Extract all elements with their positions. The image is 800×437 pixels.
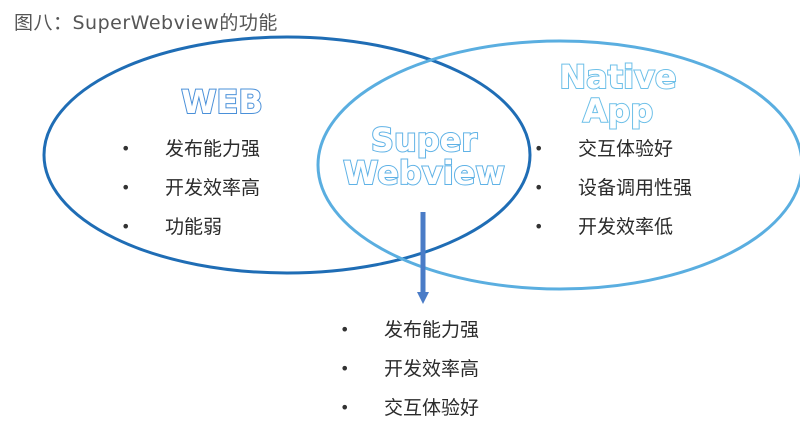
bullet-icon: • bbox=[121, 217, 131, 236]
bullet-icon: • bbox=[121, 178, 131, 197]
list-item: •交互体验好 bbox=[534, 138, 674, 160]
bullet-icon: • bbox=[340, 398, 350, 417]
list-item: •设备调用性强 bbox=[534, 177, 693, 199]
list-item: •功能弱 bbox=[121, 216, 223, 238]
super-webview-title-line2: Webview bbox=[343, 154, 505, 192]
bullet-icon: • bbox=[340, 320, 350, 339]
list-item: •开发效率低 bbox=[534, 216, 674, 238]
list-item: •开发效率高 bbox=[340, 358, 480, 380]
bullet-icon: • bbox=[534, 217, 544, 236]
native-app-feature-list: •交互体验好 •设备调用性强 •开发效率低 bbox=[534, 139, 692, 256]
web-ellipse bbox=[42, 35, 532, 275]
list-item: •发布能力强 bbox=[121, 138, 261, 160]
native-app-title-line1: Native bbox=[559, 58, 676, 96]
figure-caption: 图八：SuperWebview的功能 bbox=[14, 12, 278, 34]
list-item: •开发效率高 bbox=[121, 177, 261, 199]
native-app-title-line2: App bbox=[583, 92, 654, 130]
super-webview-title-line1: Super bbox=[371, 121, 477, 159]
native-app-ellipse bbox=[316, 39, 800, 291]
list-item: •发布能力强 bbox=[340, 319, 480, 341]
web-title: WEB bbox=[181, 83, 263, 121]
bullet-icon: • bbox=[121, 139, 131, 158]
bullet-icon: • bbox=[340, 359, 350, 378]
list-item: •交互体验好 bbox=[340, 397, 480, 419]
bullet-icon: • bbox=[534, 139, 544, 158]
web-feature-list: •发布能力强 •开发效率高 •功能弱 bbox=[121, 139, 260, 256]
super-webview-feature-list: •发布能力强 •开发效率高 •交互体验好 bbox=[340, 320, 479, 437]
bullet-icon: • bbox=[534, 178, 544, 197]
